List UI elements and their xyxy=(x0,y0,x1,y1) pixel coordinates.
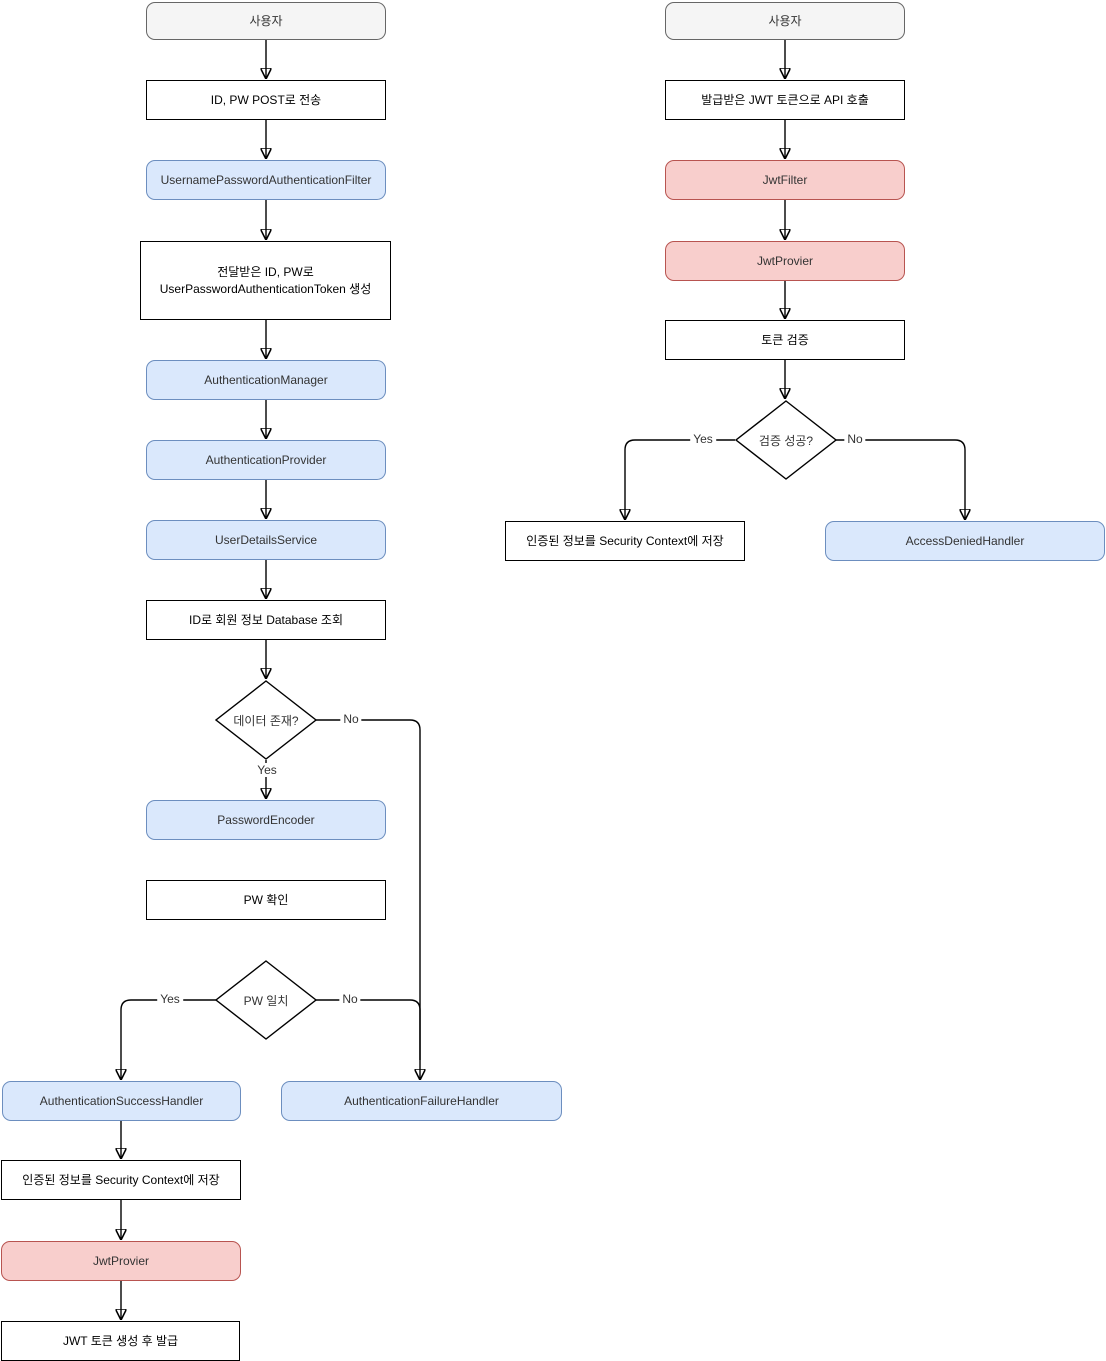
decision-verify-success: 검증 성공? xyxy=(735,400,837,480)
node-save-security-context-left: 인증된 정보를 Security Context에 저장 xyxy=(1,1160,241,1200)
diamond-shape xyxy=(215,960,317,1040)
node-create-token: 전달받은 ID, PW로 UserPasswordAuthenticationT… xyxy=(140,241,391,320)
diamond-shape xyxy=(735,400,837,480)
edge-label-verify-no: No xyxy=(844,432,866,446)
decision-data-exists: 데이터 존재? xyxy=(215,680,317,760)
node-user-right: 사용자 xyxy=(665,2,905,40)
node-authentication-success-handler: AuthenticationSuccessHandler xyxy=(2,1081,241,1121)
node-jwt-provider-left: JwtProvier xyxy=(1,1241,241,1281)
node-pw-check: PW 확인 xyxy=(146,880,386,920)
node-authentication-failure-handler: AuthenticationFailureHandler xyxy=(281,1081,562,1121)
node-api-call: 발급받은 JWT 토큰으로 API 호출 xyxy=(665,80,905,120)
edge-label-data-exists-no: No xyxy=(340,712,362,726)
node-verify-token: 토큰 검증 xyxy=(665,320,905,360)
node-user-left: 사용자 xyxy=(146,2,386,40)
decision-data-exists-label: 데이터 존재? xyxy=(233,713,299,728)
node-password-encoder: PasswordEncoder xyxy=(146,800,386,840)
node-db-lookup: ID로 회원 정보 Database 조회 xyxy=(146,600,386,640)
node-id-pw-post: ID, PW POST로 전송 xyxy=(146,80,386,120)
node-jwt-provider-right: JwtProvier xyxy=(665,241,905,281)
edge-label-pw-match-no: No xyxy=(339,992,361,1006)
node-authentication-provider: AuthenticationProvider xyxy=(146,440,386,480)
node-user-details-service: UserDetailsService xyxy=(146,520,386,560)
node-authentication-manager: AuthenticationManager xyxy=(146,360,386,400)
edge-label-data-exists-yes: Yes xyxy=(254,763,280,777)
node-username-password-authentication-filter: UsernamePasswordAuthenticationFilter xyxy=(146,160,386,200)
node-create-token-line2: UserPasswordAuthenticationToken 생성 xyxy=(159,281,372,296)
node-access-denied-handler: AccessDeniedHandler xyxy=(825,521,1105,561)
edge-label-verify-yes: Yes xyxy=(690,432,716,446)
decision-verify-success-label: 검증 성공? xyxy=(758,433,814,448)
diamond-shape xyxy=(215,680,317,760)
node-issue-jwt-token: JWT 토큰 생성 후 발급 xyxy=(1,1321,240,1361)
node-create-token-line1: 전달받은 ID, PW로 xyxy=(217,265,314,280)
edge-label-pw-match-yes: Yes xyxy=(157,992,183,1006)
node-save-security-context-right: 인증된 정보를 Security Context에 저장 xyxy=(505,521,745,561)
decision-pw-match: PW 일치 xyxy=(215,960,317,1040)
node-jwt-filter: JwtFilter xyxy=(665,160,905,200)
decision-pw-match-label: PW 일치 xyxy=(243,993,289,1008)
